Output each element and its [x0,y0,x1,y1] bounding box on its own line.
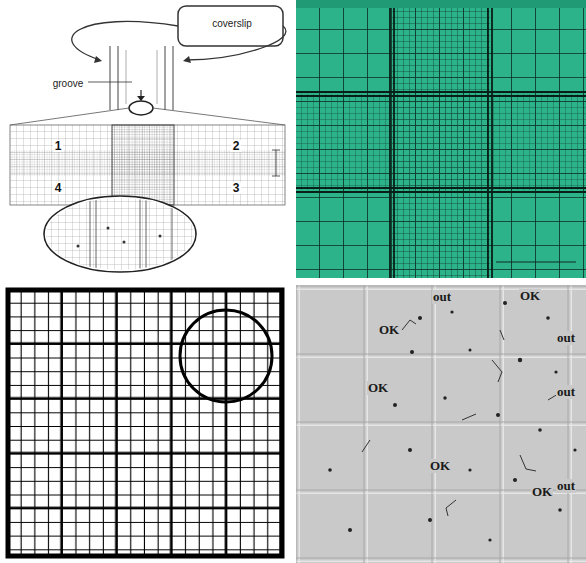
micrograph [296,285,586,563]
cell-mark: OK [519,289,541,303]
square-number: 2 [231,140,242,153]
counting-grid [8,290,282,556]
cell-mark: OK [531,485,553,499]
green-grid-view [296,0,586,278]
square-number: 3 [231,182,242,195]
part-name: groove [51,79,86,90]
cell-mark: OK [378,323,400,337]
cell-mark: out [556,331,576,345]
cell-mark: OK [367,381,389,395]
cell-mark: out [556,479,576,493]
cell-mark: OK [429,459,451,473]
slide-schematic [10,6,286,272]
square-number: 1 [53,140,64,153]
cell-mark: out [432,290,452,304]
cell-mark: out [556,385,576,399]
part-name: coverslip [210,19,253,30]
square-number: 4 [53,182,64,195]
